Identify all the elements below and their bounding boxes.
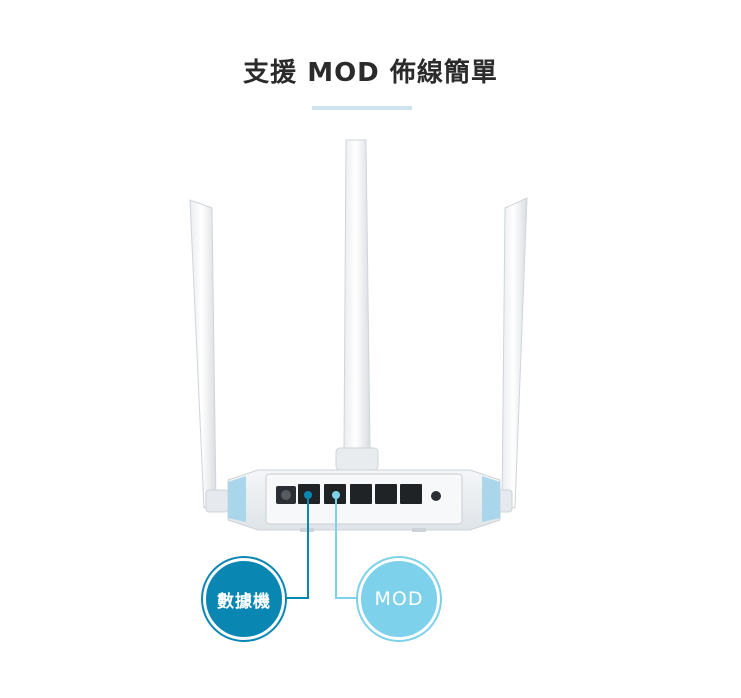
- title-underline: [312, 106, 412, 110]
- left-antenna: [189, 199, 229, 513]
- mod-callout: MOD: [358, 558, 440, 640]
- router-body: [227, 469, 501, 532]
- modem-label: 數據機: [217, 591, 271, 612]
- mod-label: MOD: [374, 588, 424, 610]
- connector-lines: [285, 491, 358, 599]
- page-title: 支援 MOD 佈線簡單: [243, 58, 498, 88]
- right-antenna: [489, 197, 528, 513]
- modem-callout: 數據機: [203, 558, 285, 640]
- center-antenna: [335, 139, 379, 471]
